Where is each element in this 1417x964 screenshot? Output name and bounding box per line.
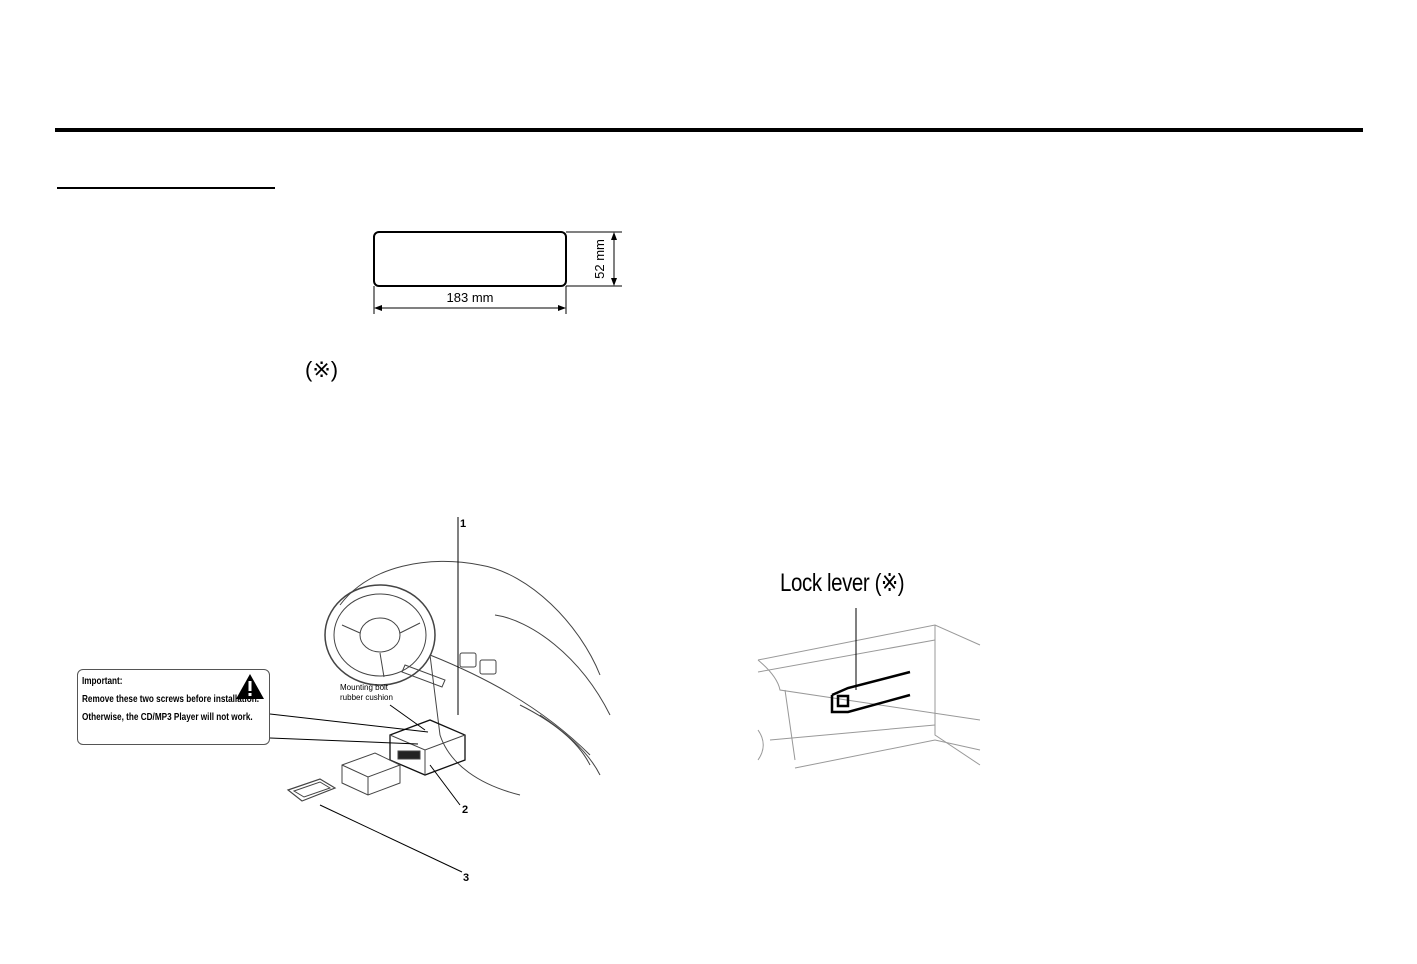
- trim-plate: [286, 778, 337, 802]
- cutout-rectangle: [373, 231, 567, 287]
- cutout-dimension-diagram: 183 mm 52 mm: [373, 231, 622, 314]
- callout-2: 2: [462, 804, 468, 816]
- lock-lever-label: Lock lever (※): [780, 569, 905, 597]
- warning-line-1: Remove these two screws before installat…: [82, 693, 260, 705]
- warning-triangle-icon: [236, 674, 264, 699]
- height-label: 52 mm: [592, 239, 607, 279]
- header-rule: [55, 128, 1363, 132]
- warning-title: Important:: [82, 675, 123, 687]
- reference-mark: (※): [305, 357, 339, 382]
- mounting-label-line2: rubber cushion: [340, 693, 393, 702]
- width-label: 183 mm: [447, 290, 494, 305]
- lock-lever: [830, 670, 911, 714]
- warning-box: Important: Remove these two screws befor…: [77, 669, 270, 745]
- callout-3: 3: [463, 872, 469, 884]
- installation-diagram: 1 2 3 Mounting bolt rubber cushion: [286, 517, 611, 884]
- section-heading-underline: [57, 187, 275, 189]
- warning-leader-lines: [269, 713, 429, 745]
- warning-line-2: Otherwise, the CD/MP3 Player will not wo…: [82, 711, 253, 723]
- mounting-sleeve: [341, 752, 401, 796]
- steering-wheel: [324, 584, 436, 686]
- mounting-label-line1: Mounting bolt: [340, 683, 389, 692]
- chassis-top-edge: [757, 624, 981, 661]
- callout-1: 1: [460, 518, 466, 530]
- dashboard-outline: [339, 560, 601, 676]
- lock-lever-diagram: [757, 608, 981, 769]
